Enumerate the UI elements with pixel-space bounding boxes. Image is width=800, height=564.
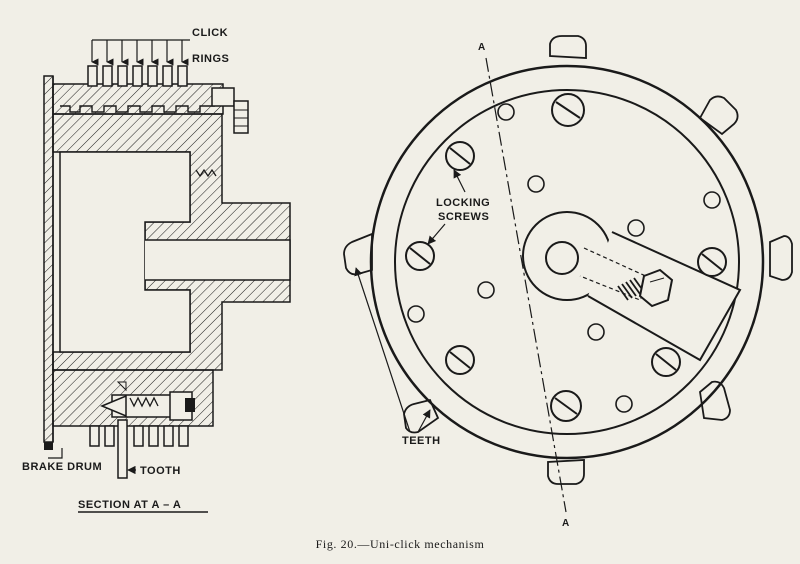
hex-nut — [638, 268, 674, 308]
plunger-spring — [129, 396, 159, 408]
locking-screws — [405, 93, 727, 422]
label-screws: SCREWS — [438, 211, 489, 223]
click-rings-arrows — [91, 39, 190, 66]
figure-caption: Fig. 20.—Uni-click mechanism — [316, 537, 485, 551]
ring-teeth-line — [60, 105, 215, 113]
adjusting-screw — [233, 100, 249, 134]
click-rings-top — [87, 65, 188, 87]
section-line-a-a — [485, 57, 567, 513]
label-axis-a-bottom: A — [562, 518, 570, 529]
centre-bore — [545, 241, 579, 275]
plate-holes — [407, 103, 721, 413]
label-click: CLICK — [192, 27, 228, 39]
front-view — [343, 35, 793, 513]
outer-teeth — [343, 35, 793, 485]
label-rings: RINGS — [192, 53, 229, 65]
inner-plate — [394, 89, 740, 435]
tooth-stem — [117, 419, 128, 479]
label-locking: LOCKING — [436, 197, 490, 209]
section-view — [43, 39, 291, 513]
label-tooth: TOOTH — [140, 465, 181, 477]
shaft-bore — [145, 239, 291, 281]
brake-drum-plate — [43, 75, 54, 443]
label-brake-drum: BRAKE DRUM — [22, 461, 102, 473]
outer-rim — [369, 64, 765, 460]
label-axis-a-top: A — [478, 42, 486, 53]
tooth-plunger-tip — [100, 394, 127, 418]
top-housing — [52, 83, 224, 115]
label-section: SECTION AT A – A — [78, 499, 181, 511]
click-rings-bottom — [89, 425, 189, 447]
label-teeth: TEETH — [402, 435, 441, 447]
hub-cavity — [59, 151, 191, 353]
upper-spring — [195, 168, 217, 178]
